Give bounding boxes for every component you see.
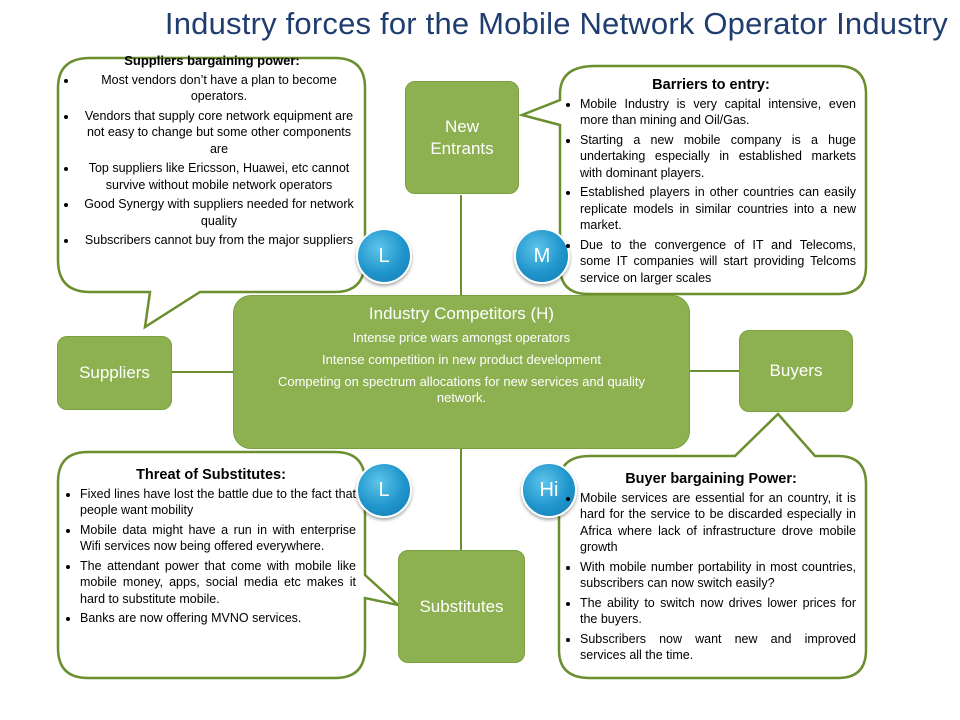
list-item: Top suppliers like Ericsson, Huawei, etc… [78,160,360,193]
list-item: Mobile data might have a run in with ent… [80,522,356,555]
list-item: Mobile services are essential for an cou… [580,490,856,556]
list-item: Vendors that supply core network equipme… [78,108,360,158]
list-item: Good Synergy with suppliers needed for n… [78,196,360,229]
competitors-title: Industry Competitors (H) [368,304,555,323]
list-item: Banks are now offering MVNO services. [80,610,356,627]
list-item: Most vendors don’t have a plan to become… [78,72,360,105]
list-item: Established players in other countries c… [580,184,856,234]
list-item: Subscribers cannot buy from the major su… [78,232,360,249]
industry-competitors-box: Industry Competitors (H) Intense price w… [233,295,690,449]
buyers-rating-badge: Hi [521,462,577,518]
suppliers-rating-badge: L [356,228,412,284]
list-item: The ability to switch now drives lower p… [580,595,856,628]
new-entrants-rating-badge: M [514,228,570,284]
substitutes-box: Substitutes [398,550,525,663]
suppliers-callout [56,56,367,330]
suppliers-box: Suppliers [57,336,172,410]
competitors-line: Competing on spectrum allocations for ne… [277,374,646,405]
barriers-heading: Barriers to entry: [652,77,770,93]
list-item: The attendant power that come with mobil… [80,558,356,608]
list-item: Mobile Industry is very capital intensiv… [580,96,856,129]
list-item: With mobile number portability in most c… [580,559,856,592]
substitutes-callout [56,450,403,680]
buyers-box: Buyers [739,330,853,412]
new-entrants-box: New Entrants [405,81,519,194]
suppliers-power-text: Suppliers bargaining power: Most vendors… [64,53,360,252]
substitutes-rating-badge: L [356,462,412,518]
list-item: Subscribers now want new and improved se… [580,631,856,664]
list-item: Fixed lines have lost the battle due to … [80,486,356,519]
barriers-text: Barriers to entry: Mobile Industry is ve… [566,77,856,289]
buyer-power-text: Buyer bargaining Power: Mobile services … [566,471,856,667]
page-title: Industry forces for the Mobile Network O… [164,6,948,41]
competitors-line: Intense price wars amongst operators [352,330,571,345]
buyer-power-heading: Buyer bargaining Power: [625,471,797,487]
suppliers-power-heading: Suppliers bargaining power: [124,53,300,68]
barriers-callout [517,64,868,296]
substitutes-threat-text: Threat of Substitutes: Fixed lines have … [66,467,356,630]
competitors-line: Intense competition in new product devel… [322,352,601,367]
substitutes-threat-heading: Threat of Substitutes: [136,467,286,483]
list-item: Due to the convergence of IT and Telecom… [580,237,856,287]
list-item: Starting a new mobile company is a huge … [580,132,856,182]
